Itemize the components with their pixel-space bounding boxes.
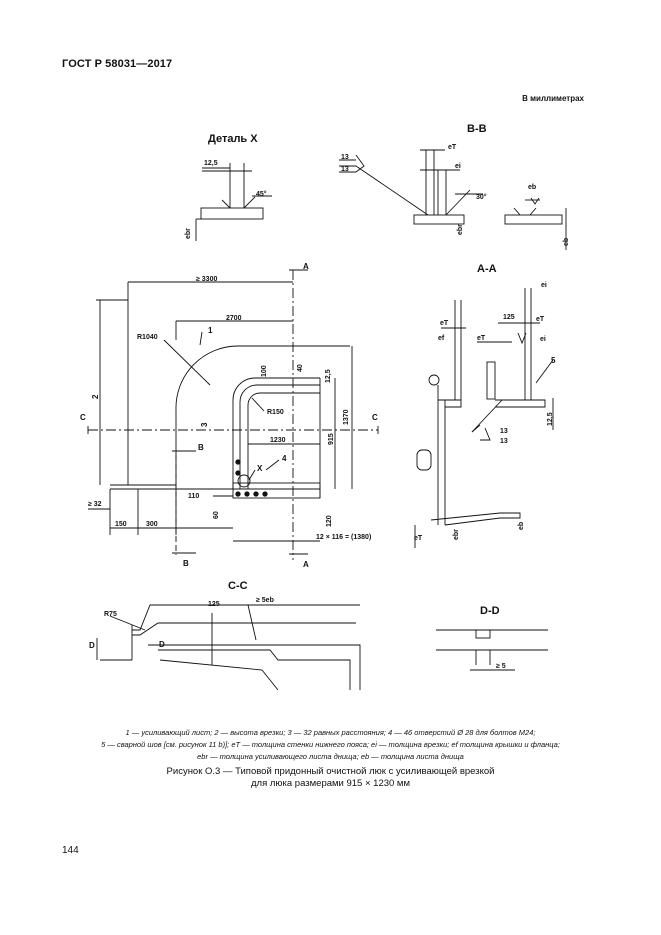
dim-ei-aa: ei [541,282,547,289]
dim-30: 30° [476,193,487,201]
dim-915: 915 [328,433,335,445]
item-4: 4 [282,454,287,463]
dim-et-aa-2: eT [477,335,486,342]
dim-ei-aa-2: ei [540,336,546,343]
dim-eb-side: eb [563,238,570,246]
view-b-b-title: B-B [467,123,487,135]
dim-1370: 1370 [343,409,350,425]
dim-3300: ≥ 3300 [196,276,217,283]
view-d-d-drawing [436,629,548,671]
dim-eb-aa: eb [518,522,525,530]
weld-13-aa-bottom: 13 [500,438,508,445]
dim-2700: 2700 [226,315,242,322]
dim-et-aa-3: eT [536,316,545,323]
legend-line-3: ebr — толщина усиливающего листа днища; … [197,752,464,761]
item-1: 1 [208,326,213,335]
dim-12-5-aa: 12,5 [547,412,554,426]
dim-ebr-bb: ebr [457,224,464,235]
weld-13-bottom: 13 [341,166,349,173]
dim-eb-bb: eb [528,184,536,191]
dim-12-5-plan: 12,5 [325,369,332,383]
page-number: 144 [62,845,79,856]
dim-5eb: ≥ 5eb [256,597,274,604]
dim-45: 45° [256,190,267,198]
dim-110: 110 [188,493,199,500]
dim-et-aa: eT [440,320,449,327]
dim-32: ≥ 32 [88,501,102,508]
legend-line-2: 5 — сварной шов [см. рисунок 11 b)]; eT … [101,740,560,749]
weld-13-top: 13 [341,154,349,161]
item-2: 2 [91,394,100,399]
dim-r1040: R1040 [137,334,158,341]
dim-150: 150 [115,521,127,528]
section-b-top: B [198,443,204,452]
item-3: 3 [200,422,209,427]
view-a-a-drawing [414,288,554,548]
weld-13-aa-top: 13 [500,428,508,435]
section-d-left: D [89,641,95,650]
plan-view-drawing [87,269,379,560]
section-a-top: A [303,262,309,271]
detail-x-drawing [195,163,272,241]
detail-x-title: Деталь X [208,133,258,145]
view-d-d-title: D-D [480,605,500,617]
figure-caption-line-1: Рисунок О.3 — Типовой придонный очистной… [166,766,495,777]
section-a-bottom: A [303,560,309,569]
dim-holes: 12 × 116 = (1380) [316,534,371,541]
figure-caption: Рисунок О.3 — Типовой придонный очистной… [60,766,601,790]
view-b-b-drawing [339,149,567,250]
figure-caption-line-2: для люка размерами 915 × 1230 мм [250,778,410,789]
figure-legend: 1 — усиливающий лист; 2 — высота врезки;… [60,727,601,763]
dim-r75: R75 [104,611,117,618]
section-d-right: D [159,640,165,649]
dim-300: 300 [146,521,158,528]
dim-12-5-detail: 12,5 [204,160,218,167]
view-c-c-title: C-C [228,580,248,592]
section-b-bottom: B [183,559,189,568]
dim-ebr-detail: ebr [185,228,192,239]
view-a-a-title: A-A [477,263,497,275]
legend-line-1: 1 — усиливающий лист; 2 — высота врезки;… [125,728,536,737]
dim-40: 40 [297,364,304,372]
document-header: ГОСТ Р 58031—2017 [62,58,173,70]
dim-et-aa-4: eT [414,535,423,542]
dim-ei-bb: ei [455,163,461,170]
dim-ebr-aa: ebr [453,529,460,540]
section-c-left: C [80,413,86,422]
dim-125-aa: 125 [503,314,515,321]
dim-et-bb: eT [448,144,457,151]
dim-5-dd: ≥ 5 [496,663,506,670]
dim-ef-aa: ef [438,335,445,342]
dim-125-cc: 125 [208,601,220,608]
dim-1230: 1230 [270,437,286,444]
dim-120: 120 [326,515,333,527]
dim-60: 60 [213,511,220,519]
detail-x-marker: X [257,464,263,473]
section-c-right: C [372,413,378,422]
view-c-c-drawing [96,604,361,691]
dim-100: 100 [261,365,268,377]
dim-r150: R150 [267,409,284,416]
item-5: 5 [551,356,556,365]
units-note: В миллиметрах [522,94,584,103]
